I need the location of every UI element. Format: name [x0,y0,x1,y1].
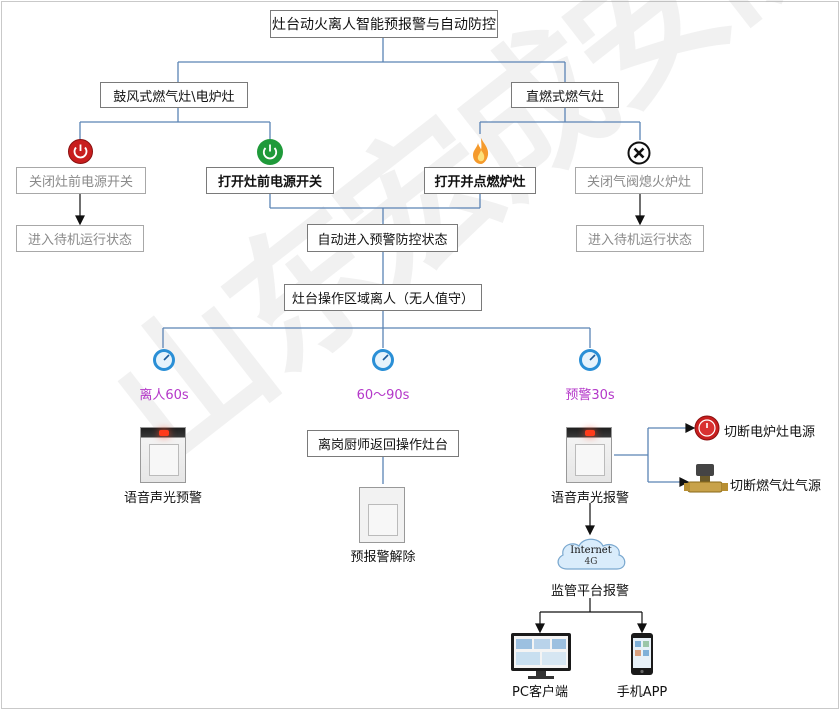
internet-cloud-icon [557,538,626,570]
timer-icon-3 [579,349,601,371]
alarm-device-left [140,427,186,483]
power-on-green-icon [257,139,283,165]
timer-icon-1 [153,349,175,371]
pc-monitor-icon [511,633,571,679]
close-gas-box: 关闭气阀熄火炉灶 [575,167,703,194]
timer-label-3: 预警30s [565,388,615,403]
ignite-box: 打开并点燃炉灶 [424,167,536,194]
mobile-phone-icon [631,633,653,675]
flame-icon [473,138,489,164]
voice-alarm-label: 语音声光报警 [550,491,629,506]
platform-alarm-label: 监管平台报警 [550,584,629,599]
standby-right-box: 进入待机运行状态 [576,225,704,252]
alarm-device-middle [359,487,405,543]
alarm-device-right [566,427,612,483]
timer-label-2: 60～90s [356,388,410,403]
pc-client-label: PC客户端 [512,685,568,700]
voice-warning-label: 语音声光预警 [123,491,202,506]
cut-power-label: 切断电炉灶电源 [724,425,816,440]
open-power-box: 打开灶前电源开关 [206,167,334,194]
branch-right-box: 直燃式燃气灶 [511,82,619,108]
timer-label-1: 离人60s [139,388,189,403]
standby-left-box: 进入待机运行状态 [16,225,144,252]
title-box: 灶台动火离人智能预报警与自动防控 [270,10,498,38]
timer-icon-2 [372,349,394,371]
gas-valve-icon [684,464,728,493]
mobile-app-label: 手机APP [616,685,668,700]
auto-state-box: 自动进入预警防控状态 [307,224,458,252]
cut-gas-label: 切断燃气灶气源 [730,479,822,494]
power-off-red-icon-2 [694,415,720,441]
power-off-red-icon [68,139,93,164]
close-x-icon [627,141,651,165]
branch-left-box: 鼓风式燃气灶\电炉灶 [100,82,248,108]
cloud-line1: Internet [570,545,612,556]
close-power-box: 关闭灶前电源开关 [16,167,146,194]
leave-state-box: 灶台操作区域离人（无人值守） [284,284,482,311]
chef-return-box: 离岗厨师返回操作灶台 [307,430,459,457]
warning-cleared-label: 预报警解除 [350,550,416,565]
cloud-line2: 4G [584,557,598,567]
